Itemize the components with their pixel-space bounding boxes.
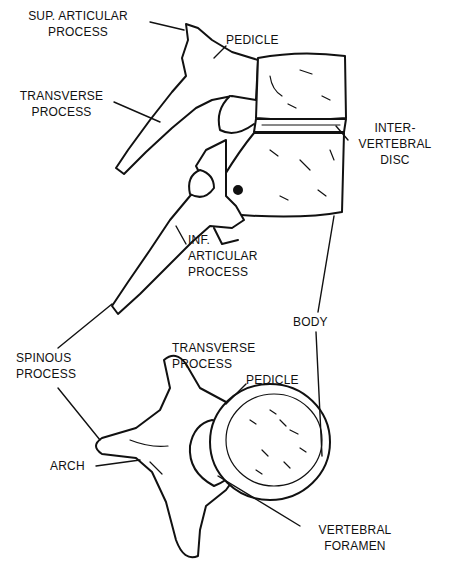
part-label: SUP. ARTICULAR PROCESS [3,8,153,40]
part-label: ARCH [50,458,110,474]
part-label: VERTEBRAL FORAMEN [300,522,410,554]
part-label: INF. ARTICULAR PROCESS [188,232,280,280]
part-label: BODY [293,314,353,330]
part-label: INTER- VERTEBRAL DISC [345,120,445,168]
part-label: PEDICLE [226,32,306,48]
part-label: TRANSVERSE PROCESS [4,88,119,120]
part-label: TRANSVERSE PROCESS [172,340,287,372]
part-label: SPINOUS PROCESS [16,350,101,382]
part-label: PEDICLE [246,372,326,388]
